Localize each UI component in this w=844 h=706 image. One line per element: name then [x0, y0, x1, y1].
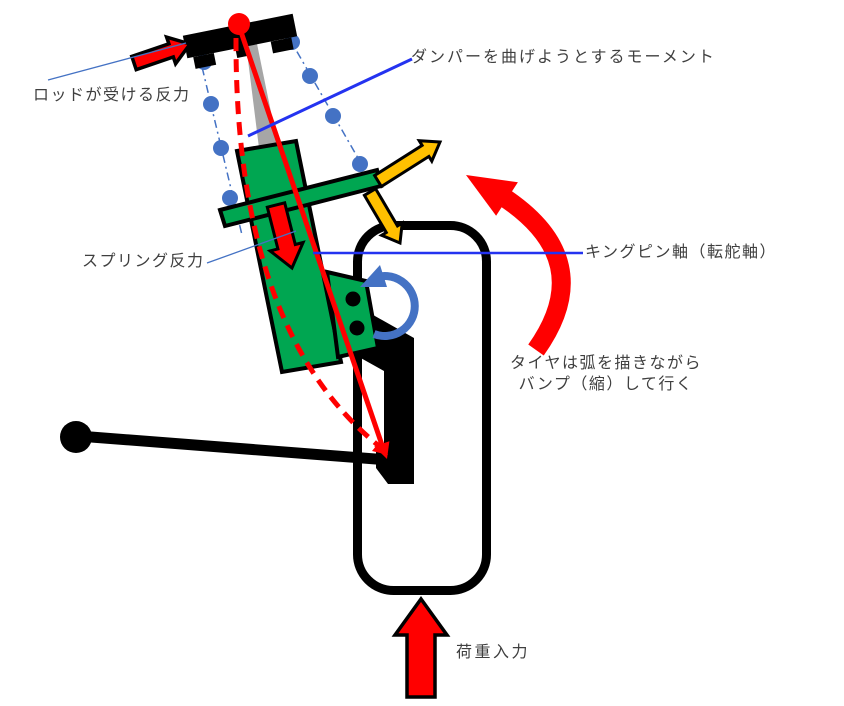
- spring-coil-dot: [222, 190, 238, 206]
- rotation-arrow-head: [360, 265, 387, 287]
- seat-force-arrow-up-right: [372, 139, 443, 189]
- spring-reaction-label: スプリング反力: [82, 253, 205, 270]
- top-mount-tab-left: [193, 52, 217, 69]
- spring-coil-dot: [213, 140, 229, 156]
- bent-damper-arrowhead: [372, 440, 388, 455]
- spring-coil-dot: [352, 156, 368, 172]
- top-mount-tab-right: [270, 37, 294, 54]
- tire-arc-label-line1: タイヤは弧を描きながら: [509, 355, 703, 372]
- damper-label-leader-line: [247, 57, 413, 138]
- kingpin-axis-label: キングピン軸（転舵軸）: [585, 244, 778, 261]
- tire-arc-label-line2: バンプ（縮）して行く: [518, 376, 694, 393]
- bracket-bolt-hole-bottom: [349, 320, 365, 336]
- load-input-label: 荷重入力: [456, 644, 531, 661]
- rod-reaction-label: ロッドが受ける反力: [33, 87, 191, 104]
- spring-coil-dot: [302, 68, 318, 84]
- tire: [353, 221, 491, 595]
- tire-arc-label: タイヤは弧を描きながら バンプ（縮）して行く: [500, 353, 712, 395]
- upper-pivot-dot: [228, 13, 250, 35]
- spring-coil-dot: [203, 96, 219, 112]
- spring-guide-line-right: [287, 35, 367, 173]
- spring-label-leader-line: [206, 230, 297, 264]
- load-input-arrow: [391, 596, 451, 699]
- spring-coil-dots: [196, 34, 368, 206]
- damper-moment-label: ダンパーを曲げようとするモーメント: [411, 49, 716, 66]
- rod-reaction-arrow: [129, 34, 193, 72]
- tire-arc-arrowhead: [466, 175, 518, 216]
- rotation-arrow-arc: [372, 272, 419, 340]
- seat-force-arrow-down: [362, 186, 405, 246]
- kingpin-axis-line: [236, 25, 385, 446]
- rod-label-leader-line: [47, 42, 187, 81]
- spring-coil-dot: [325, 108, 341, 124]
- bracket-bolt-hole-top: [345, 291, 361, 307]
- knuckle-bracket: [324, 269, 381, 360]
- lower-control-arm: [77, 430, 389, 466]
- lower-arm-pivot: [60, 421, 92, 453]
- tire-arc-arrow: [496, 188, 571, 356]
